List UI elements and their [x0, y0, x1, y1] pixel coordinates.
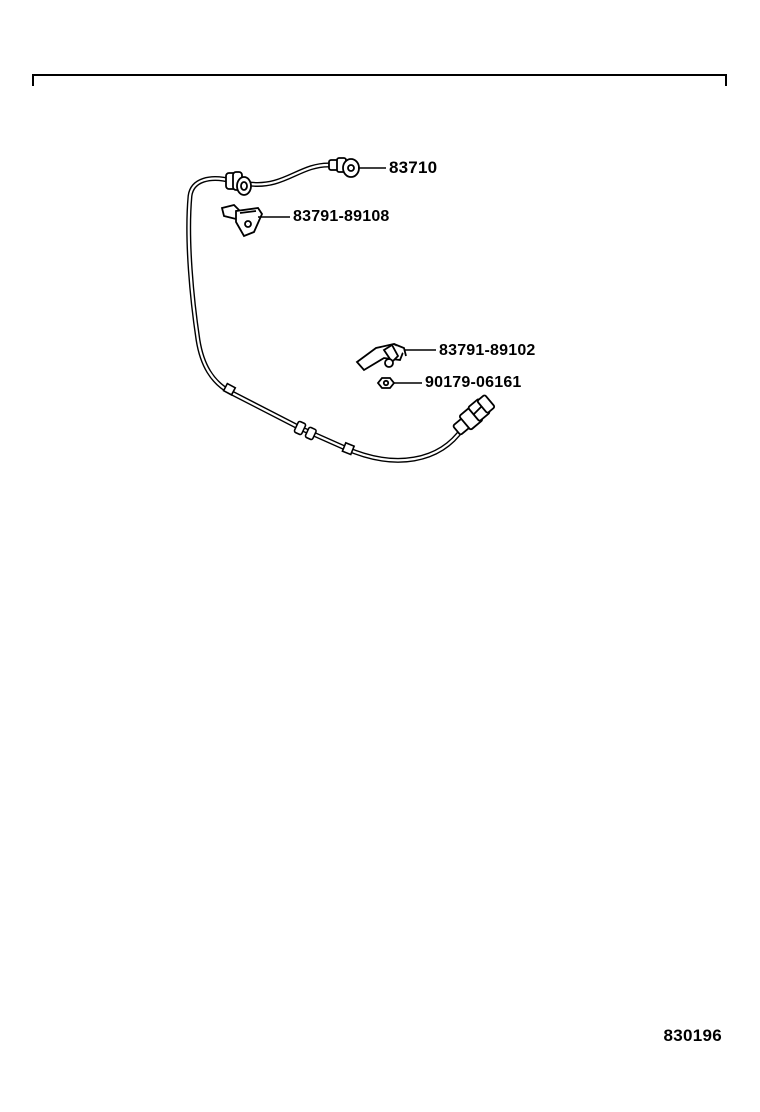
clamp-bracket-icon [220, 204, 264, 238]
part-number-sensor: 83710 [389, 158, 438, 177]
leader-lines [258, 167, 436, 384]
grommet-icon [225, 171, 252, 196]
part-number-bolt: 90179-06161 [425, 374, 522, 391]
drawing-number: 830196 [663, 1026, 722, 1045]
speed-sensor-icon [328, 157, 360, 178]
clamp-bracket-icon [355, 343, 407, 372]
part-number-clamp-lower: 83791-89102 [439, 342, 536, 359]
nut-icon [376, 377, 396, 389]
cable-sleeves [222, 382, 356, 456]
part-number-clamp-upper: 83791-89108 [293, 208, 390, 225]
connector-icon [452, 394, 496, 436]
sensor-cable [186, 162, 466, 463]
frame-border [32, 74, 727, 86]
